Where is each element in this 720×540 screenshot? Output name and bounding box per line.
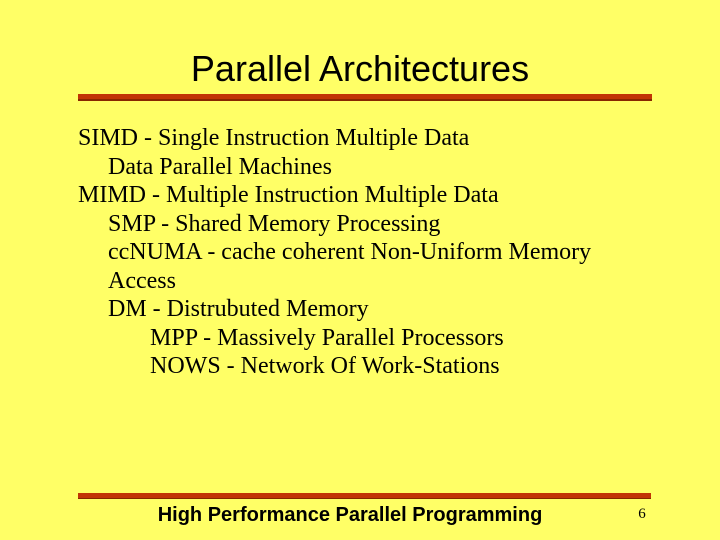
slide-title: Parallel Architectures (190, 48, 530, 89)
body-line: Access (108, 267, 176, 294)
body-line: SMP - Shared Memory Processing (108, 210, 441, 237)
body-line: MIMD - Multiple Instruction Multiple Dat… (78, 182, 499, 208)
title-divider-rule (78, 94, 652, 101)
footer-title: High Performance Parallel Programming (157, 504, 543, 526)
body-line: Data Parallel Machines (108, 153, 332, 180)
slide-body: SIMD - Single Instruction Multiple Data … (78, 124, 678, 381)
body-line: NOWS - Network Of Work-Stations (150, 353, 500, 379)
body-line: MPP - Massively Parallel Processors (150, 324, 504, 351)
body-line: DM - Distrubuted Memory (108, 296, 369, 322)
body-line: SIMD - Single Instruction Multiple Data (78, 125, 470, 151)
page-number: 6 (638, 506, 646, 522)
body-line: ccNUMA - cache coherent Non-Uniform Memo… (108, 239, 592, 265)
footer-divider-rule (78, 493, 651, 499)
